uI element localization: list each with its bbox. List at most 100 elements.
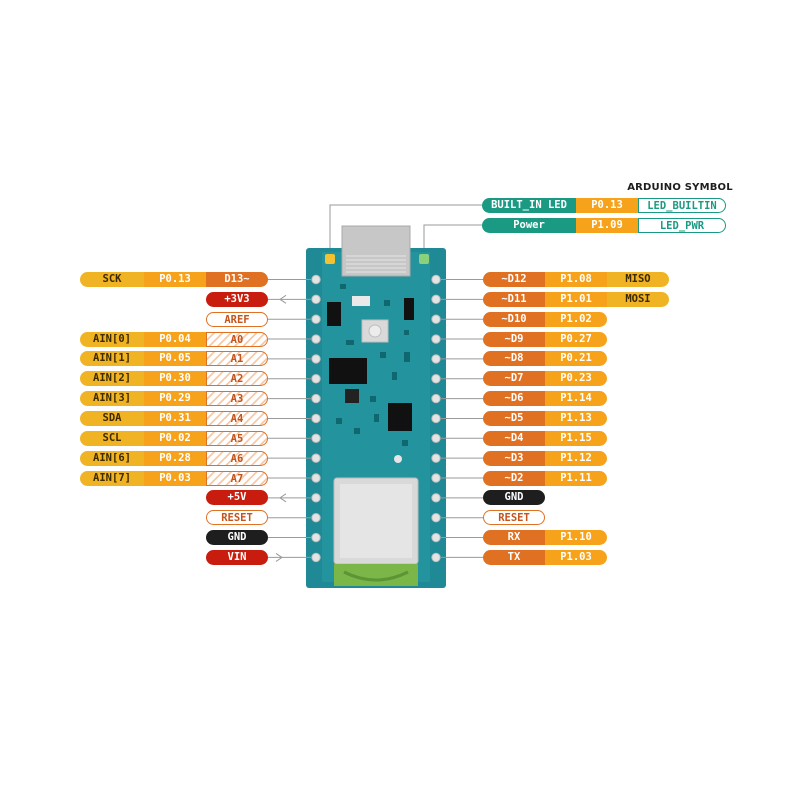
antenna-trace <box>343 570 409 582</box>
ble-module-shield <box>340 484 412 558</box>
right-pin-label-5: ~D7 <box>483 371 545 387</box>
chip-small-2 <box>404 298 414 320</box>
right-pin-hole-2 <box>431 314 441 324</box>
power-led-leader <box>423 224 482 256</box>
left-pin-arrow-14 <box>275 552 283 562</box>
left-pin-hole-8 <box>311 433 321 443</box>
builtin-led <box>325 254 335 264</box>
right-pin-label-0: ~D12 <box>483 272 545 287</box>
reset-button-cap <box>368 324 382 338</box>
right-pin-port-13: P1.10 <box>545 530 607 546</box>
right-pin-label-13: RX <box>483 530 545 546</box>
left-pin-hole-1 <box>311 294 321 305</box>
right-pin-function-1: MOSI <box>607 291 669 307</box>
left-pin-function-10: AIN[7] <box>80 470 144 486</box>
right-pin-hole-10 <box>431 473 441 483</box>
left-pin-function-3: AIN[0] <box>80 331 144 347</box>
left-pin-hole-6 <box>311 393 321 404</box>
left-pin-label-12: RESET <box>206 510 268 526</box>
chip-imu <box>345 389 359 403</box>
right-pin-hole-0 <box>431 274 441 285</box>
right-pin-hole-8 <box>431 433 441 443</box>
builtin-led-symbol: LED_BUILTIN <box>638 198 726 213</box>
right-pin-label-1: ~D11 <box>483 291 545 307</box>
left-pin-hole-2 <box>311 314 321 324</box>
left-pin-label-10: A7 <box>206 470 268 486</box>
left-pin-port-0: P0.13 <box>144 272 206 287</box>
left-pin-label-11: +5V <box>206 490 268 506</box>
right-pin-label-11: GND <box>483 490 545 506</box>
right-pin-port-10: P1.11 <box>545 470 607 486</box>
left-pin-label-6: A3 <box>206 391 268 407</box>
left-pin-hole-14 <box>311 552 321 563</box>
right-pin-label-10: ~D2 <box>483 470 545 486</box>
left-pin-label-0: D13~ <box>206 272 268 287</box>
right-pin-function-0: MISO <box>607 272 669 287</box>
usb-grille <box>346 255 406 273</box>
left-pin-function-6: AIN[3] <box>80 391 144 407</box>
right-pin-hole-12 <box>431 513 441 523</box>
left-pin-port-6: P0.29 <box>144 391 206 407</box>
builtin-led-leader <box>329 204 482 256</box>
right-pin-hole-7 <box>431 413 441 424</box>
left-pin-label-4: A1 <box>206 351 268 367</box>
power-led-symbol: LED_PWR <box>638 218 726 233</box>
left-pin-hole-3 <box>311 334 321 344</box>
left-pin-arrow-1 <box>279 294 287 304</box>
right-pin-label-14: TX <box>483 549 545 565</box>
crystal <box>352 296 370 306</box>
power-led-port: P1.09 <box>576 218 638 233</box>
left-pin-function-0: SCK <box>80 272 144 287</box>
power-led <box>419 254 429 264</box>
left-pin-port-7: P0.31 <box>144 410 206 426</box>
builtin-led-port: P0.13 <box>576 198 638 213</box>
chip-small-1 <box>327 302 341 326</box>
right-pin-label-8: ~D4 <box>483 430 545 446</box>
left-pin-port-8: P0.02 <box>144 430 206 446</box>
left-pin-label-7: A4 <box>206 410 268 426</box>
left-pin-function-5: AIN[2] <box>80 371 144 387</box>
pin-headers <box>311 274 441 563</box>
left-pin-label-13: GND <box>206 530 268 546</box>
left-pin-hole-12 <box>311 513 321 523</box>
left-pin-label-3: A0 <box>206 331 268 347</box>
right-pin-hole-5 <box>431 374 441 384</box>
right-pin-hole-13 <box>431 532 441 543</box>
right-pin-hole-6 <box>431 393 441 404</box>
left-pin-label-14: VIN <box>206 549 268 565</box>
right-pin-hole-11 <box>431 493 441 503</box>
chip-main <box>329 358 367 384</box>
right-pin-port-4: P0.21 <box>545 351 607 367</box>
right-pin-label-9: ~D3 <box>483 450 545 466</box>
right-pin-hole-3 <box>431 334 441 344</box>
right-pin-label-2: ~D10 <box>483 311 545 327</box>
right-pin-label-6: ~D6 <box>483 391 545 407</box>
pin-leaders <box>268 279 483 562</box>
right-pin-label-7: ~D5 <box>483 410 545 426</box>
left-pin-label-8: A5 <box>206 430 268 446</box>
antenna <box>334 564 418 586</box>
right-pin-hole-1 <box>431 294 441 305</box>
arduino-symbol-title: ARDUINO SYMBOL <box>627 182 733 193</box>
left-pin-port-3: P0.04 <box>144 331 206 347</box>
left-pin-label-2: AREF <box>206 311 268 327</box>
right-pin-label-4: ~D8 <box>483 351 545 367</box>
right-pin-port-7: P1.13 <box>545 410 607 426</box>
right-pin-port-2: P1.02 <box>545 311 607 327</box>
left-pin-function-9: AIN[6] <box>80 450 144 466</box>
left-pin-label-9: A6 <box>206 450 268 466</box>
left-pin-hole-9 <box>311 453 321 463</box>
right-pin-hole-14 <box>431 552 441 563</box>
left-pin-hole-5 <box>311 374 321 384</box>
left-pin-label-1: +3V3 <box>206 291 268 307</box>
right-pin-hole-9 <box>431 453 441 463</box>
right-pin-port-9: P1.12 <box>545 450 607 466</box>
left-pin-function-8: SCL <box>80 430 144 446</box>
left-pin-arrow-11 <box>279 493 287 503</box>
smd-parts <box>336 284 410 446</box>
left-pin-hole-0 <box>311 274 321 285</box>
chip-sensor <box>388 403 412 431</box>
left-pin-function-4: AIN[1] <box>80 351 144 367</box>
